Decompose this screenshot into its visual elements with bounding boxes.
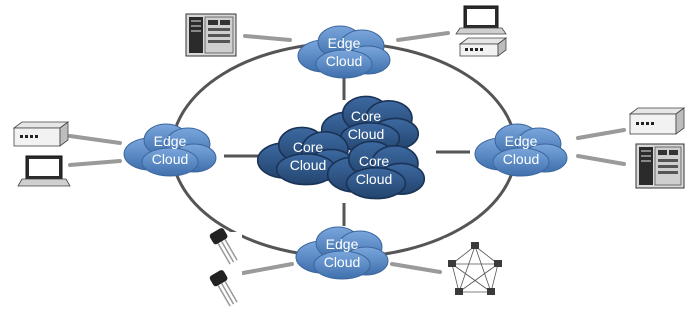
edge-cloud-bottom: Edge Cloud bbox=[295, 226, 389, 280]
edge-cloud-left-line2: Cloud bbox=[152, 151, 189, 167]
core-cloud-back-line1: Core bbox=[351, 108, 382, 124]
edge-cloud-bottom-line2: Cloud bbox=[324, 254, 361, 270]
edge-cloud-left: Edge Cloud bbox=[123, 123, 217, 177]
edge-cloud-right-line2: Cloud bbox=[503, 151, 540, 167]
edge-cloud-top: Edge Cloud bbox=[297, 25, 391, 79]
server-icon bbox=[185, 13, 237, 57]
core-cloud-right-line1: Core bbox=[359, 153, 390, 169]
core-spokes bbox=[224, 77, 470, 226]
laptop-icon bbox=[455, 5, 507, 35]
laptop-icon bbox=[17, 155, 71, 187]
server-icon bbox=[635, 143, 685, 189]
edge-cloud-top-line1: Edge bbox=[328, 35, 361, 51]
core-cloud-right-line2: Cloud bbox=[356, 171, 393, 187]
edge-cloud-bottom-line1: Edge bbox=[326, 236, 359, 252]
edge-cloud-left-line1: Edge bbox=[154, 133, 187, 149]
mesh-network-icon bbox=[444, 238, 506, 300]
edge-cloud-right: Edge Cloud bbox=[474, 123, 568, 177]
device-links bbox=[68, 31, 626, 275]
core-cloud-left-line1: Core bbox=[293, 139, 324, 155]
core-cloud-back-line2: Cloud bbox=[348, 126, 385, 142]
network-appliance-icon bbox=[628, 107, 686, 135]
core-cloud-back: Core Cloud bbox=[320, 95, 420, 155]
edge-cloud-top-line2: Cloud bbox=[326, 53, 363, 69]
network-appliance-icon bbox=[458, 37, 508, 57]
network-appliance-icon bbox=[12, 121, 70, 147]
core-cloud-right: Core Cloud bbox=[326, 140, 426, 200]
edge-cloud-right-line1: Edge bbox=[505, 133, 538, 149]
sensor-icon bbox=[190, 228, 242, 316]
core-cloud-left: Core Cloud bbox=[256, 126, 356, 186]
core-cloud-left-line2: Cloud bbox=[290, 157, 327, 173]
